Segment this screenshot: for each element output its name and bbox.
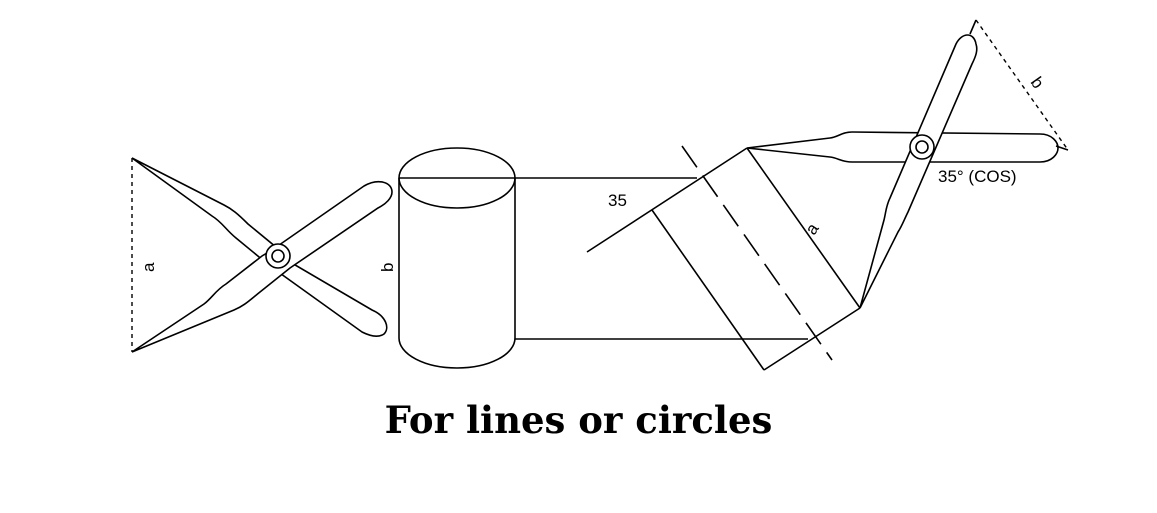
- center-dashed-axis: [681, 145, 833, 361]
- right-needle-right: [1055, 145, 1069, 151]
- label-b-cylinder: b: [378, 263, 397, 272]
- right-span-b-dashed-line: [975, 19, 1069, 151]
- left-divider-leg-up: [131, 180, 393, 353]
- angle-35-line: [586, 147, 748, 253]
- label-angle-35: 35: [608, 191, 627, 210]
- label-b-right: b: [1027, 73, 1048, 92]
- cylinder: [398, 147, 516, 369]
- left-pivot-inner: [271, 249, 285, 263]
- cylinder-bottom-arc: [398, 337, 516, 369]
- right-pivot-inner: [915, 140, 929, 154]
- parallelogram-right-edge-a: [746, 147, 861, 309]
- label-angle-cos: 35° (COS): [938, 167, 1017, 186]
- label-a-right: a: [802, 219, 823, 238]
- figure-caption: For lines or circles: [384, 398, 773, 442]
- right-divider-leg-horizontal: [746, 131, 1059, 163]
- angle-construction: [586, 145, 861, 371]
- left-dividers: [131, 157, 393, 353]
- left-divider-leg-down: [131, 157, 388, 337]
- parallelogram-bottom-edge: [763, 307, 861, 371]
- right-needle-top: [969, 19, 977, 35]
- right-dividers: [746, 19, 1069, 309]
- left-pivot-outer: [265, 243, 291, 269]
- label-a-left: a: [139, 262, 158, 272]
- right-divider-leg-inclined: [859, 34, 978, 309]
- right-pivot-outer: [909, 134, 935, 160]
- parallelogram-left-edge: [651, 209, 765, 371]
